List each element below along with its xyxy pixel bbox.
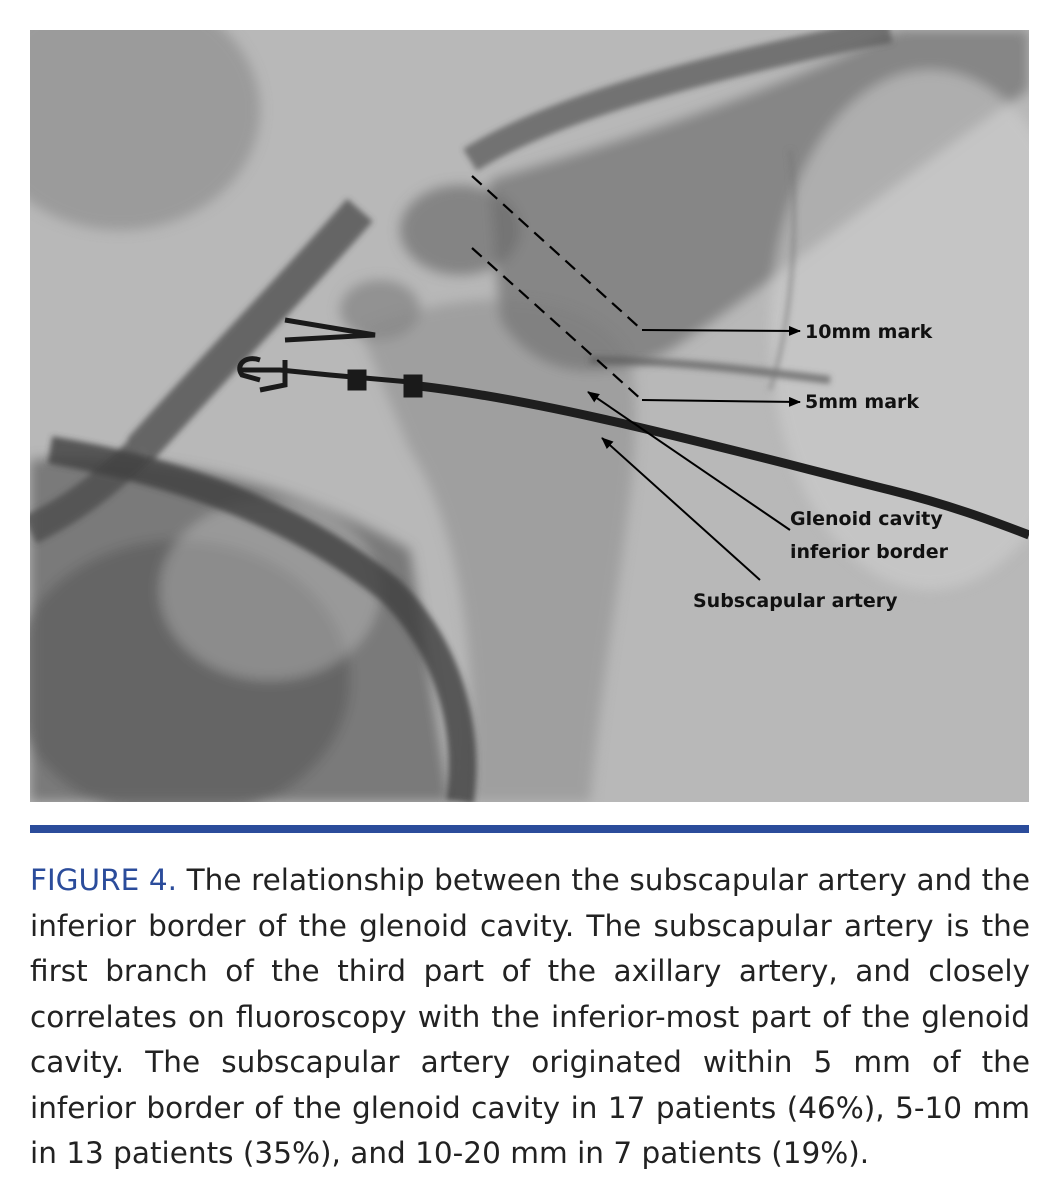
fluoroscopy-image	[30, 30, 1029, 802]
arrow-5mm-mark	[641, 396, 801, 407]
caption-text: The relationship between the subscapular…	[30, 863, 1030, 1170]
arrow-subscapular-artery	[601, 437, 761, 581]
catheter	[409, 380, 1029, 540]
label-glenoid-line1: Glenoid cavity	[790, 508, 943, 530]
figure-caption: FIGURE 4. The relationship between the s…	[30, 858, 1030, 1177]
annotation-arrows	[587, 325, 801, 581]
caption-divider	[30, 825, 1029, 833]
measurement-dashed-lines	[471, 175, 643, 401]
label-subscapular-artery: Subscapular artery	[693, 590, 898, 612]
arrow-glenoid-border	[587, 391, 791, 531]
label-glenoid-line2: inferior border	[790, 541, 948, 563]
xray-illustration	[30, 30, 1029, 802]
label-5mm-mark: 5mm mark	[805, 391, 920, 413]
vessel-shadows	[30, 30, 893, 802]
figure-number: FIGURE 4.	[30, 863, 178, 897]
vascular-clamp	[237, 317, 423, 398]
arrow-10mm-mark	[641, 325, 801, 336]
label-10mm-mark: 10mm mark	[805, 321, 933, 343]
